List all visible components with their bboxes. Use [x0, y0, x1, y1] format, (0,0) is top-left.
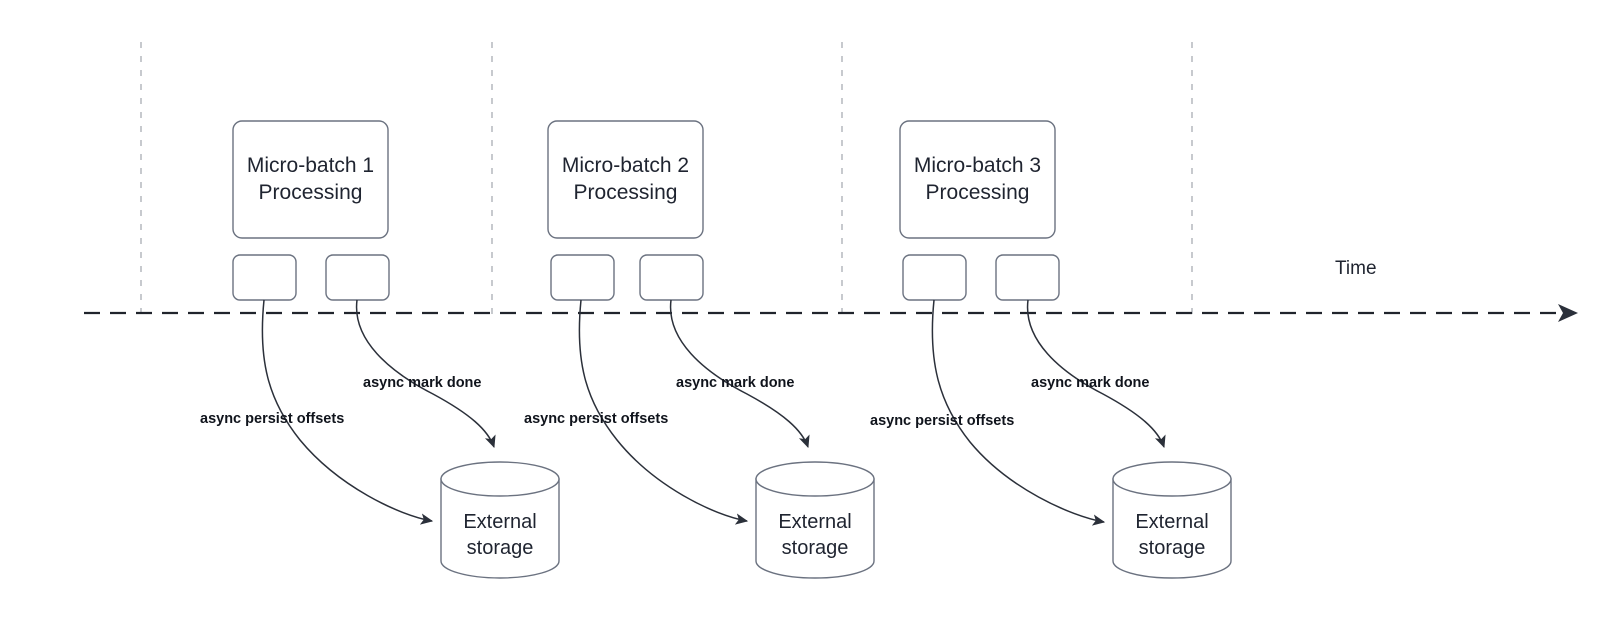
- mark-done-connector-1: [355, 299, 496, 449]
- mark-done-connector-2: [669, 299, 810, 449]
- external-storage-cylinder-1[interactable]: External storage: [440, 461, 560, 579]
- storage-1-top: [440, 461, 560, 497]
- storage-2-top: [755, 461, 875, 497]
- micro-batch-3-box[interactable]: [899, 120, 1056, 239]
- micro-batch-1-box[interactable]: [232, 120, 389, 239]
- micro-batch-3-task-box-right[interactable]: [995, 254, 1060, 301]
- storage-1-body: [440, 478, 560, 579]
- external-storage-cylinder-2[interactable]: External storage: [755, 461, 875, 579]
- storage-3-body: [1112, 478, 1232, 579]
- persist-offsets-connector-1: [261, 299, 434, 525]
- persist-offsets-label-3: async persist offsets: [870, 413, 1014, 429]
- micro-batch-2-label-line1: Micro-batch 2: [562, 154, 689, 177]
- storage-1-label-line1: External: [463, 511, 536, 533]
- mark-done-connector-3: [1026, 299, 1166, 449]
- micro-batch-2-task-box-right[interactable]: [639, 254, 704, 301]
- storage-1-label-line2: storage: [467, 537, 534, 559]
- micro-batch-3-label-line1: Micro-batch 3: [914, 154, 1041, 177]
- micro-batch-group-1: Micro-batch 1 Processing async persist o…: [200, 120, 560, 579]
- micro-batch-1-task-box-right[interactable]: [325, 254, 390, 301]
- time-axis-label: Time: [1335, 258, 1377, 279]
- storage-2-label-line2: storage: [782, 537, 849, 559]
- micro-batch-1-label-line2: Processing: [259, 181, 363, 204]
- micro-batch-1-label-line1: Micro-batch 1: [247, 154, 374, 177]
- external-storage-cylinder-3[interactable]: External storage: [1112, 461, 1232, 579]
- storage-3-label-line1: External: [1135, 511, 1208, 533]
- micro-batch-3-label-line2: Processing: [926, 181, 1030, 204]
- persist-offsets-connector-2: [578, 299, 749, 525]
- mark-done-label-1: async mark done: [363, 375, 481, 391]
- micro-batch-group-2: Micro-batch 2 Processing async persist o…: [524, 120, 875, 579]
- storage-2-body: [755, 478, 875, 579]
- timeline-axis: [84, 304, 1578, 322]
- micro-batch-2-label-line2: Processing: [574, 181, 678, 204]
- mark-done-label-3: async mark done: [1031, 375, 1149, 391]
- timeline-arrow-head: [1558, 304, 1578, 322]
- storage-2-label-line1: External: [778, 511, 851, 533]
- storage-3-label-line2: storage: [1139, 537, 1206, 559]
- mark-done-label-2: async mark done: [676, 375, 794, 391]
- micro-batch-2-box[interactable]: [547, 120, 704, 239]
- persist-offsets-label-1: async persist offsets: [200, 411, 344, 427]
- micro-batch-2-task-box-left[interactable]: [550, 254, 615, 301]
- micro-batch-3-task-box-left[interactable]: [902, 254, 967, 301]
- separator-lines: [140, 42, 1193, 318]
- storage-3-top: [1112, 461, 1232, 497]
- micro-batch-1-task-box-left[interactable]: [232, 254, 297, 301]
- persist-offsets-label-2: async persist offsets: [524, 411, 668, 427]
- micro-batch-group-3: Micro-batch 3 Processing async persist o…: [870, 120, 1232, 579]
- persist-offsets-connector-3: [931, 299, 1106, 526]
